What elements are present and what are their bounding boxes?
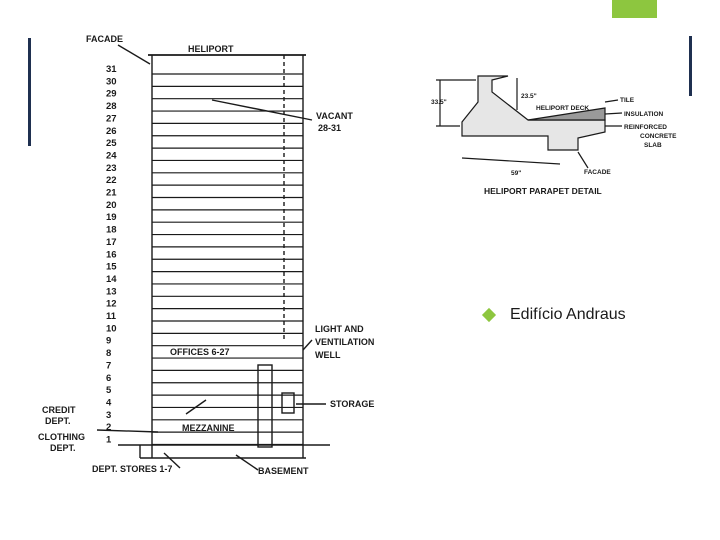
vacant-label-line2: 28-31 — [318, 123, 341, 133]
light-well-label-line3: WELL — [315, 350, 341, 360]
light-well-arrow — [302, 339, 313, 351]
clothing-label-line2: DEPT. — [50, 443, 76, 453]
light-well-label-line2: VENTILATION — [315, 337, 374, 347]
parapet-tile-label: TILE — [620, 97, 635, 104]
parapet-dim-left: 33.5" — [431, 99, 447, 106]
storage-box — [281, 392, 295, 414]
dept-stores-label: DEPT. STORES 1-7 — [92, 464, 172, 474]
light-well-label-line1: LIGHT AND — [315, 324, 364, 334]
dim-bottom-line — [461, 157, 561, 165]
floor-number: 30 — [106, 76, 117, 87]
floor-number: 10 — [106, 323, 117, 334]
floor-number: 28 — [106, 101, 117, 112]
floor-number: 20 — [106, 200, 117, 211]
floor-number: 15 — [106, 262, 117, 273]
parapet-deck-label: HELIPORT DECK — [536, 105, 589, 112]
floor-number: 22 — [106, 175, 117, 186]
insulation-leader — [604, 112, 623, 115]
floor-number: 3 — [106, 410, 111, 421]
credit-label-line1: CREDIT — [42, 405, 76, 415]
facade-arrow — [117, 44, 151, 65]
bullet-item: Edifício Andraus — [481, 306, 626, 324]
floor-number: 18 — [106, 225, 117, 236]
offices-label: OFFICES 6-27 — [170, 347, 230, 357]
floor-number: 19 — [106, 212, 117, 223]
floor-number: 6 — [106, 373, 111, 384]
floor-number: 21 — [106, 188, 117, 199]
basement-arrow — [235, 454, 259, 471]
parapet-detail-diagram — [436, 75, 623, 169]
floor-number: 12 — [106, 299, 117, 310]
parapet-reinforced-line2: CONCRETE — [640, 133, 677, 140]
floor-number: 7 — [106, 360, 111, 371]
parapet-insulation-label: INSULATION — [624, 111, 664, 118]
frame-bar-left — [28, 38, 31, 146]
storage-label: STORAGE — [330, 399, 374, 409]
frame-bar-right — [689, 36, 692, 96]
floor-number: 24 — [106, 150, 117, 161]
floor-number: 14 — [106, 274, 117, 285]
floor-number: 4 — [106, 397, 112, 408]
parapet-reinforced-line3: SLAB — [644, 142, 662, 149]
tile-leader — [604, 99, 619, 103]
basement-label: BASEMENT — [258, 466, 309, 476]
floor-number: 8 — [106, 348, 111, 359]
parapet-detail-title: HELIPORT PARAPET DETAIL — [484, 186, 602, 196]
floor-number: 27 — [106, 113, 117, 124]
parapet-facade-label: FACADE — [584, 169, 611, 176]
parapet-profile — [461, 75, 606, 151]
parapet-dim-bottom: 59" — [511, 170, 521, 177]
floor-number: 9 — [106, 336, 111, 347]
credit-label-line2: DEPT. — [45, 416, 71, 426]
clothing-arrow — [96, 429, 159, 433]
facade-label: FACADE — [86, 34, 123, 44]
heliport-label: HELIPORT — [188, 44, 234, 54]
floor-number: 16 — [106, 249, 117, 260]
floor-number: 11 — [106, 311, 117, 322]
floor-number: 1 — [106, 435, 112, 446]
floor-number: 25 — [106, 138, 117, 149]
diamond-bullet-icon — [481, 307, 497, 323]
floor-number: 5 — [106, 385, 112, 396]
accent-square — [612, 0, 657, 18]
floor-number: 2 — [106, 422, 111, 433]
vacant-arrow — [211, 99, 313, 121]
bullet-text: Edifício Andraus — [510, 306, 626, 323]
facade-leader — [577, 151, 589, 169]
central-core — [257, 364, 273, 448]
floor-number: 31 — [106, 64, 117, 75]
clothing-label-line1: CLOTHING — [38, 432, 85, 442]
parapet-dim-top: 23.5" — [521, 93, 537, 100]
mezzanine-label: MEZZANINE — [182, 423, 235, 433]
vacant-label-line1: VACANT — [316, 111, 353, 121]
floor-number: 29 — [106, 89, 117, 100]
floor-number: 13 — [106, 286, 117, 297]
dept-stores-arrow — [163, 452, 181, 469]
floor-number: 23 — [106, 163, 117, 174]
parapet-reinforced-line1: REINFORCED — [624, 124, 667, 131]
floor-number: 26 — [106, 126, 117, 137]
floor-number: 17 — [106, 237, 117, 248]
